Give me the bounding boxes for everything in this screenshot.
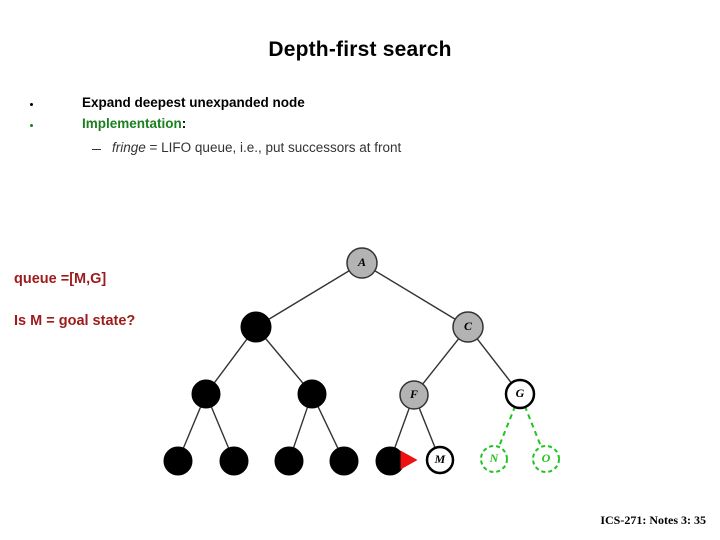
tree-node-E[interactable] (297, 379, 327, 409)
bullet-item-implementation: Implementation: (0, 116, 560, 137)
tree-edge-D-H (182, 405, 202, 450)
current-node-arrow (400, 450, 418, 470)
tree-edge-E-J (292, 406, 309, 449)
bullet-text-implementation: Implementation: (82, 116, 186, 131)
tree-node-layer (163, 247, 560, 476)
tree-node-C[interactable] (452, 311, 484, 343)
subbullet-dash-icon (92, 149, 101, 150)
tree-node-L[interactable] (375, 446, 405, 476)
fringe-keyword: fringe (112, 140, 146, 155)
tree-node-O[interactable] (532, 445, 560, 473)
tree-node-D[interactable] (191, 379, 221, 409)
tree-edge-F-L (393, 406, 411, 450)
bullet-marker-icon (30, 103, 33, 106)
tree-edge-A-B (267, 269, 351, 321)
tree-node-J[interactable] (274, 446, 304, 476)
tree-node-M[interactable] (425, 445, 455, 475)
fringe-description: = LIFO queue, i.e., put successors at fr… (145, 140, 402, 155)
tree-node-H[interactable] (163, 446, 193, 476)
tree-edge-E-K (316, 405, 340, 450)
tree-node-F[interactable] (399, 380, 429, 410)
tree-edge-B-D (213, 337, 249, 385)
tree-edge-D-I (210, 405, 230, 450)
slide-footer: ICS-271: Notes 3: 35 (600, 513, 706, 527)
annotation-queue: queue =[M,G] (14, 271, 107, 287)
implementation-colon: : (181, 116, 187, 131)
tree-edge-C-G (476, 337, 513, 385)
bullet-item-expand: Expand deepest unexpanded node (0, 95, 560, 116)
tree-node-G[interactable] (504, 378, 536, 410)
annotation-goal-question: Is M = goal state? (14, 313, 136, 329)
tree-edge-G-O (523, 405, 543, 449)
tree-edge-G-N (497, 405, 517, 449)
bullet-text-expand: Expand deepest unexpanded node (82, 95, 305, 110)
tree-node-N[interactable] (480, 445, 508, 473)
tree-node-K[interactable] (329, 446, 359, 476)
tree-edge-F-M (418, 406, 437, 450)
tree-node-I[interactable] (219, 446, 249, 476)
page-title: Depth-first search (268, 38, 452, 61)
tree-edge-B-E (264, 337, 305, 385)
tree-edge-layer (182, 269, 543, 450)
subbullet-text-fringe: fringe = LIFO queue, i.e., put successor… (112, 140, 401, 155)
tree-node-B[interactable] (240, 311, 272, 343)
bullet-marker-icon (30, 124, 33, 127)
tree-edge-C-F (421, 337, 460, 386)
bullet-list: Expand deepest unexpanded node Implement… (0, 95, 560, 161)
tree-edge-A-C (373, 269, 457, 321)
implementation-label: Implementation (82, 116, 182, 131)
tree-pointer-layer (400, 450, 418, 470)
tree-node-A[interactable] (346, 247, 378, 279)
subbullet-item-fringe: fringe = LIFO queue, i.e., put successor… (0, 140, 560, 161)
